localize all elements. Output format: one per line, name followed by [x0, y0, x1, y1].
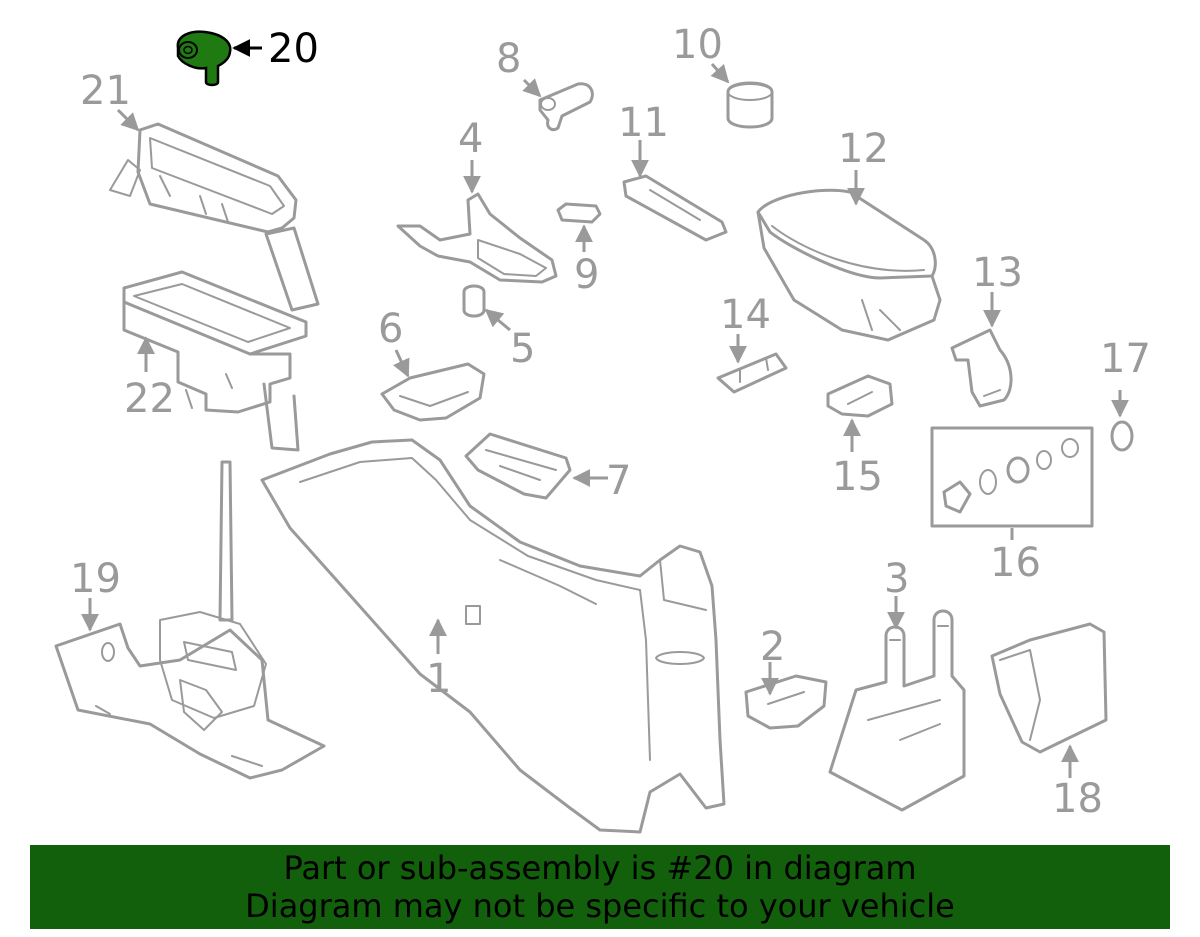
callout-21: 21	[80, 68, 131, 114]
callout-13: 13	[972, 250, 1023, 296]
parts-diagram: 20 21 22 8 10 4 9	[54, 22, 1151, 834]
part-8-clip[interactable]	[538, 82, 594, 132]
part-10-cap[interactable]	[726, 81, 774, 129]
callout-12: 12	[838, 126, 889, 172]
part-15-bracket[interactable]	[826, 374, 894, 418]
part-4-shift-plate[interactable]	[396, 192, 558, 284]
callout-10-arrow	[710, 63, 730, 84]
callout-14: 14	[720, 292, 771, 338]
part-3-bracket[interactable]	[828, 609, 966, 812]
callout-8-arrow	[522, 78, 542, 98]
part-5-clip[interactable]	[462, 284, 486, 318]
part-14-bracket[interactable]	[716, 352, 788, 394]
part-6-pocket[interactable]	[380, 362, 486, 422]
part-13-bracket[interactable]	[950, 328, 1013, 408]
part-19-shifter-assembly[interactable]	[54, 460, 326, 780]
callout-6-arrow	[393, 349, 410, 378]
callout-7: 7	[606, 458, 631, 504]
part-20-shift-knob[interactable]	[176, 30, 232, 87]
part-16-fastener-kit[interactable]	[930, 426, 1094, 528]
callout-3: 3	[884, 556, 909, 602]
part-9-pad[interactable]	[556, 202, 602, 224]
banner-line-2: Diagram may not be specific to your vehi…	[245, 887, 955, 925]
callout-20: 20	[268, 26, 319, 72]
part-17-plug[interactable]	[1110, 420, 1134, 452]
part-2-bracket[interactable]	[744, 674, 828, 730]
part-11-bracket[interactable]	[622, 174, 728, 242]
callout-21-arrow	[116, 108, 140, 132]
part-22-tray[interactable]	[122, 270, 308, 452]
callout-15: 15	[832, 454, 883, 500]
callout-8: 8	[496, 36, 521, 82]
callout-5: 5	[510, 326, 535, 372]
callout-1: 1	[426, 656, 451, 702]
callout-10: 10	[672, 22, 723, 68]
callout-9: 9	[574, 252, 599, 298]
callout-5-arrow	[484, 308, 511, 332]
part-18-cover[interactable]	[990, 622, 1108, 754]
part-21-indicator-bezel[interactable]	[109, 122, 320, 312]
callout-2: 2	[760, 624, 785, 670]
part-7-tray[interactable]	[464, 432, 572, 500]
callout-4: 4	[458, 116, 483, 162]
part-1-console-body[interactable]	[260, 438, 726, 834]
banner-line-1: Part or sub-assembly is #20 in diagram	[283, 849, 917, 887]
info-banner: Part or sub-assembly is #20 in diagram D…	[30, 845, 1170, 929]
callout-6: 6	[378, 306, 403, 352]
callout-22: 22	[124, 376, 175, 422]
callout-19: 19	[70, 556, 121, 602]
callout-16: 16	[990, 540, 1041, 586]
callout-11: 11	[618, 100, 669, 146]
callout-18: 18	[1052, 776, 1103, 822]
callout-17: 17	[1100, 336, 1151, 382]
part-12-armrest[interactable]	[756, 188, 942, 342]
